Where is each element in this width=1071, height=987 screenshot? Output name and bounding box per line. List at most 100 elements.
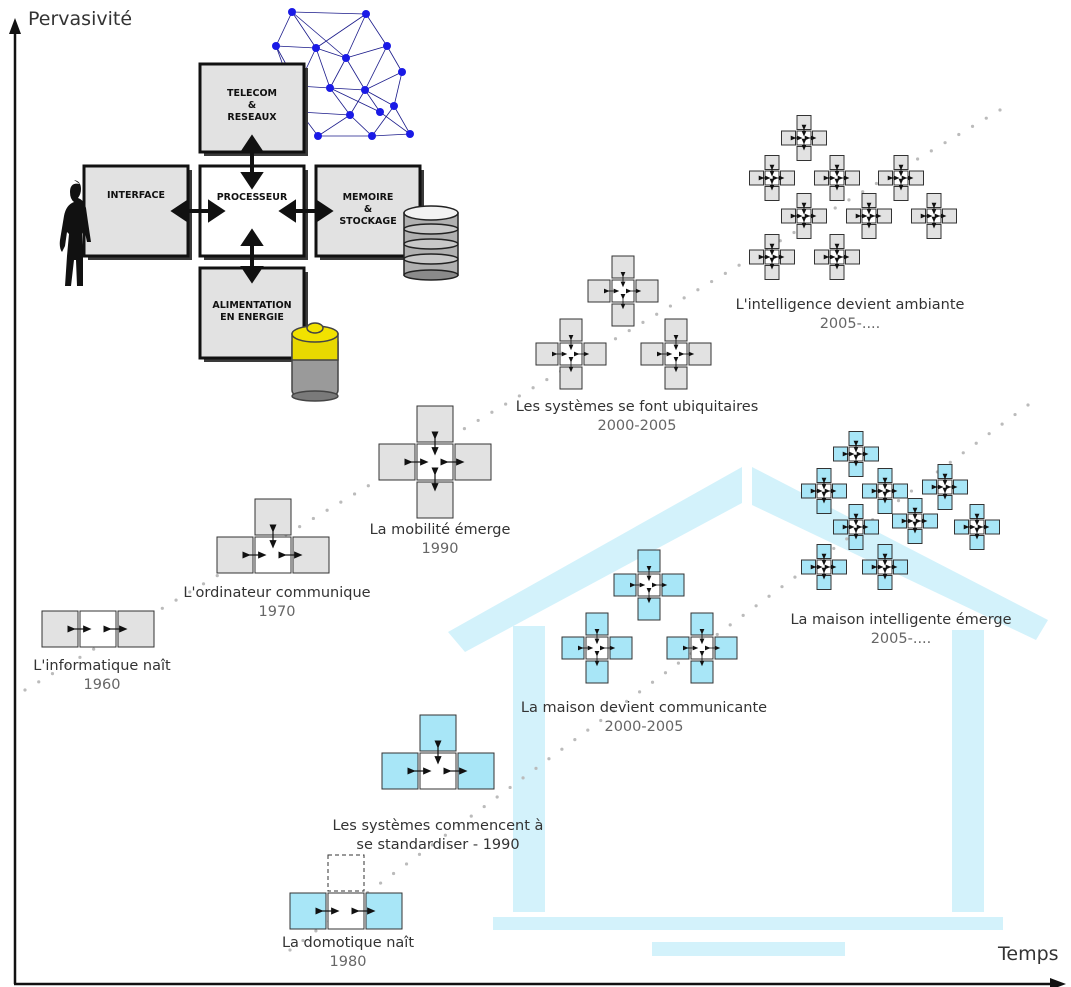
trend-dot — [495, 795, 499, 799]
bus-arrows — [170, 134, 334, 284]
network-edge — [299, 111, 351, 116]
trend-dot — [545, 377, 549, 382]
device-box — [661, 573, 685, 597]
device-box — [848, 504, 864, 519]
trend-dot — [780, 585, 784, 589]
device-box — [816, 468, 832, 483]
device-box — [690, 612, 714, 636]
network-node — [383, 42, 391, 50]
trend-dot — [896, 499, 901, 503]
milestone-year: 2005-.... — [870, 631, 932, 647]
trend-dot — [599, 718, 603, 723]
network-edge — [291, 11, 347, 59]
trend-dot — [379, 881, 383, 885]
trend-dot — [641, 320, 645, 324]
power-label: ALIMENTATION EN ENERGIE — [212, 300, 292, 323]
milestone-title: L'informatique naît — [33, 658, 171, 674]
device-cluster — [535, 318, 607, 390]
network-edge — [364, 71, 403, 91]
trend-dot — [298, 525, 302, 529]
device-cluster — [289, 854, 403, 930]
milestone-title: L'intelligence devient ambiante — [735, 297, 965, 313]
trend-dot — [676, 661, 681, 665]
trend-dot — [404, 862, 409, 866]
trend-dot — [288, 948, 292, 952]
milestone-1960: L'informatique naît 1960 — [10, 657, 194, 695]
device-box — [848, 431, 864, 446]
y-axis-label: Pervasivité — [28, 8, 133, 30]
device-cluster — [862, 544, 908, 590]
device-box — [926, 224, 942, 239]
device-cluster — [587, 255, 659, 327]
device-box — [877, 544, 893, 559]
trend-dot — [391, 871, 396, 876]
trend-dot — [476, 418, 480, 423]
network-edge — [315, 13, 367, 49]
trend-dot — [490, 410, 494, 414]
trend-dot — [462, 426, 467, 431]
trend-dot — [325, 508, 329, 512]
device-cluster — [833, 431, 879, 477]
device-cluster — [911, 193, 957, 239]
milestone-title: Les systèmes se font ubiquitaires — [515, 399, 759, 415]
trend-dot — [92, 647, 96, 651]
trend-dot — [767, 594, 771, 598]
trend-dot — [517, 394, 521, 398]
device-box — [832, 483, 847, 499]
milestone-title: L'ordinateur communique — [183, 585, 371, 601]
network-node — [406, 130, 414, 138]
milestone-home-2005: La maison intelligente émerge 2005-.... — [766, 611, 1036, 649]
trend-dot — [943, 141, 947, 145]
trend-dot — [625, 699, 629, 704]
house-outline — [448, 467, 1048, 956]
network-edge — [371, 133, 411, 137]
trend-dot — [573, 738, 577, 742]
network-edge — [291, 11, 367, 15]
interface-label: INTERFACE — [107, 190, 165, 201]
trend-dot — [696, 288, 700, 292]
device-box — [969, 535, 985, 550]
database-icon — [403, 205, 459, 281]
device-box — [833, 446, 848, 462]
device-box — [609, 636, 633, 660]
network-edge — [364, 89, 395, 107]
device-box — [892, 513, 907, 529]
trend-dot — [710, 279, 714, 284]
device-box — [690, 660, 714, 684]
device-box — [585, 612, 609, 636]
device-box — [688, 342, 712, 366]
device-box — [861, 193, 877, 208]
trend-dot — [586, 728, 590, 732]
trend-dot — [961, 451, 965, 455]
device-box — [877, 575, 893, 590]
device-box — [893, 483, 908, 499]
planned-box — [327, 854, 365, 892]
device-box — [714, 636, 738, 660]
trend-dot — [78, 655, 82, 659]
device-cluster — [892, 498, 938, 544]
device-box — [587, 279, 611, 303]
device-cluster — [801, 544, 847, 590]
device-box — [845, 249, 860, 265]
device-box — [877, 468, 893, 483]
network-node — [346, 111, 354, 119]
network-edge — [291, 11, 317, 49]
milestone-year: 1960 — [83, 677, 121, 693]
trend-dot — [215, 574, 219, 578]
device-box — [848, 462, 864, 477]
trend-dot — [504, 402, 508, 406]
device-box — [923, 513, 938, 529]
device-box — [764, 234, 780, 249]
trend-dot — [987, 432, 991, 436]
trend-dot — [929, 149, 933, 153]
device-box — [640, 342, 664, 366]
trend-dot — [1000, 422, 1004, 426]
device-clusters — [41, 115, 1000, 930]
trend-dot — [650, 680, 655, 684]
trend-dot — [301, 938, 305, 943]
milestone-year: 1990 — [421, 541, 459, 557]
network-edge — [315, 47, 331, 89]
telecom-label: TELECOM & RESEAUX — [226, 88, 277, 123]
trend-dot — [715, 632, 719, 637]
device-box — [893, 186, 909, 201]
